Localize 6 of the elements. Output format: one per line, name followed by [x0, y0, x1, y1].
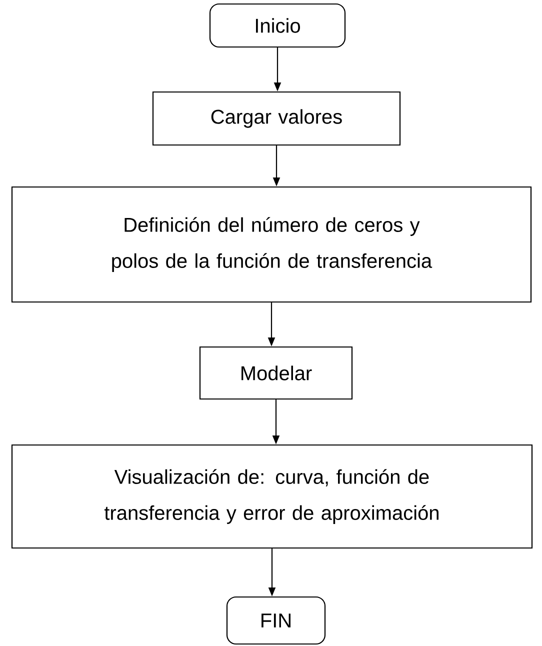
- terminal-box: Inicio: [209, 3, 346, 48]
- terminal-box: FIN: [226, 596, 326, 645]
- process-box: Cargar valores: [152, 91, 401, 146]
- process-box: Definición del número de ceros y polos de la función de transferencia: [11, 186, 532, 303]
- process-box: Modelar: [199, 346, 353, 400]
- process-box: Visualización de: curva, función de transferencia y error de aproximación: [11, 444, 533, 549]
